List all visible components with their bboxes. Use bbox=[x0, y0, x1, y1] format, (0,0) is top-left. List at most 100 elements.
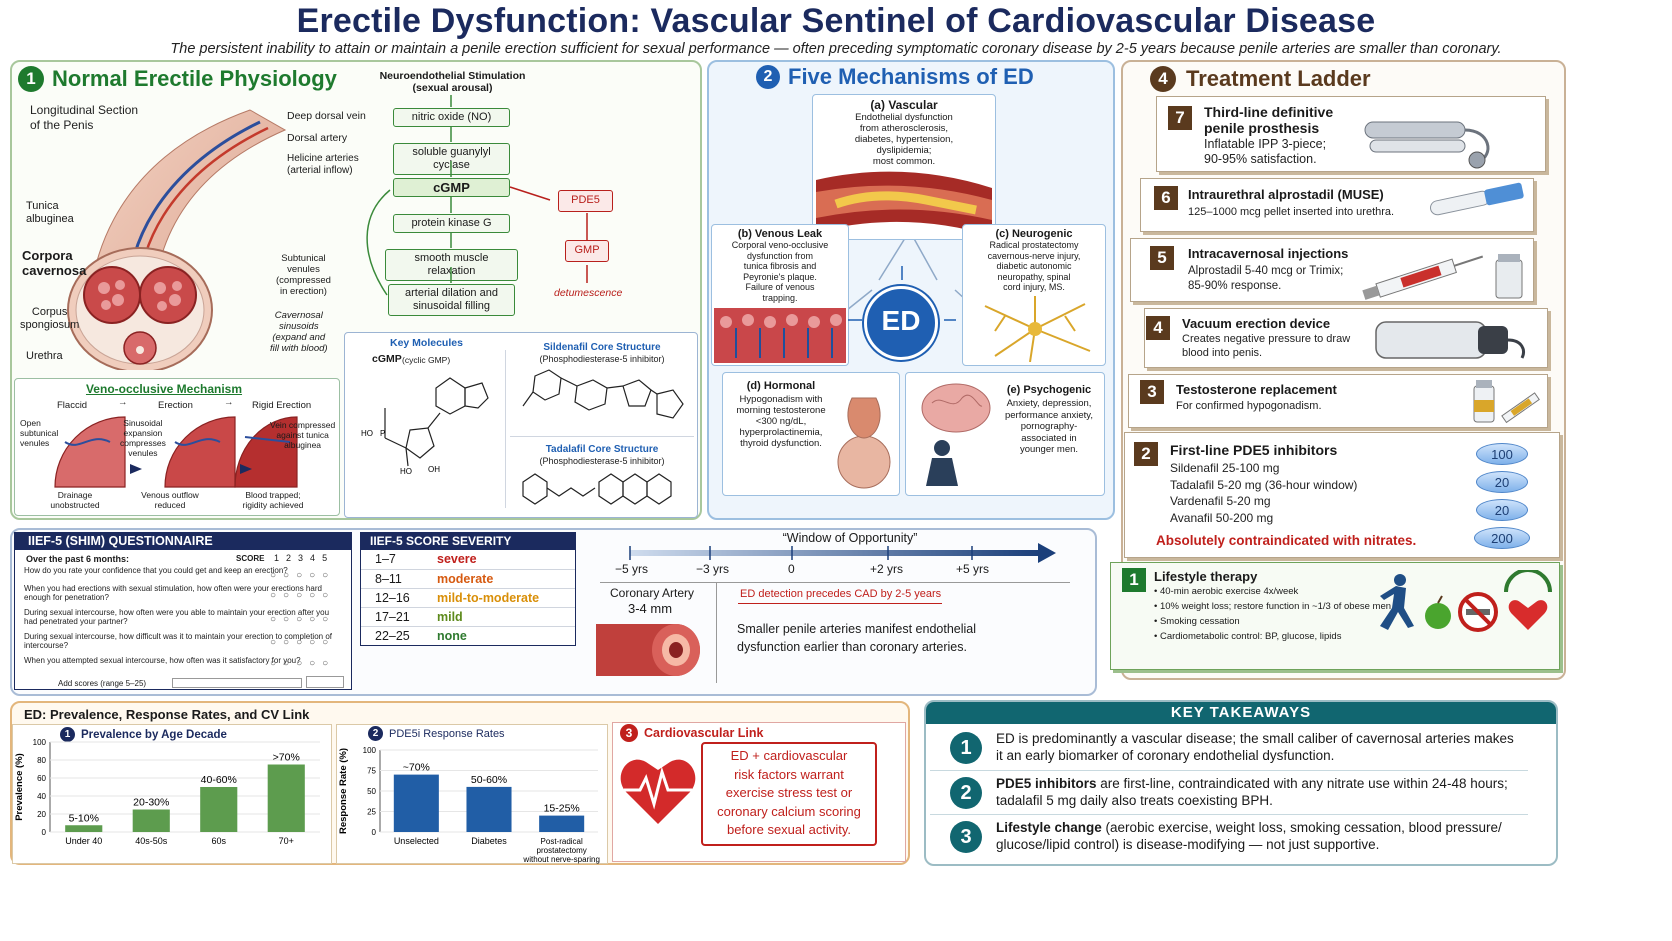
syringe-and-vial-icon bbox=[1362, 254, 1523, 300]
runner-icon bbox=[1380, 574, 1414, 630]
dose-pill-tadalafil: 20 bbox=[1476, 471, 1528, 493]
corpus-cavernosum-right bbox=[139, 266, 197, 324]
label-corpora-cavernosa: Corpora cavernosa bbox=[22, 248, 87, 278]
bar-data-label: 15-25% bbox=[544, 803, 580, 815]
window-divider-h bbox=[600, 582, 1070, 583]
answer-radios-4[interactable]: ○○○○○ bbox=[270, 637, 336, 648]
response-bar-chart: Response Rate (%)0255075100~70%Unselecte… bbox=[338, 746, 600, 864]
answer-radios-2[interactable]: ○○○○○ bbox=[270, 590, 336, 601]
severity-label: none bbox=[437, 629, 467, 643]
severity-label: severe bbox=[437, 552, 477, 566]
sec1-header: 1 Normal Erectile Physiology bbox=[18, 66, 337, 92]
coronary-artery-image bbox=[596, 624, 700, 676]
takeaway-2-number: 2 bbox=[950, 777, 982, 809]
cgmp-structure: OH HO P HO bbox=[361, 377, 489, 476]
section-key-takeaways bbox=[924, 700, 1558, 866]
smaller-arteries-note: Smaller penile arteries manifest endothe… bbox=[737, 622, 977, 654]
heart-ecg-icon bbox=[620, 759, 696, 824]
ladder-step-1-title: Lifestyle therapy bbox=[1154, 569, 1258, 584]
veno-illustrations bbox=[54, 416, 298, 488]
venous-leak-image bbox=[714, 308, 846, 363]
feedback-loop-arrow bbox=[366, 189, 391, 296]
lifestyle-bullet-2: • 10% weight loss; restore function in ~… bbox=[1154, 601, 1392, 612]
total-score-field[interactable] bbox=[172, 678, 302, 688]
flow-step-dilation: arterial dilation and sinusoidal filling bbox=[388, 284, 515, 316]
penile-prosthesis-icon bbox=[1364, 121, 1490, 169]
questionnaire-box bbox=[14, 532, 352, 690]
y-tick-label: 0 bbox=[42, 828, 47, 837]
veno-note-rigid: Vein compressed against tunica albuginea bbox=[270, 420, 336, 450]
tick-minus3: −3 yrs bbox=[696, 562, 730, 576]
takeaway-3-bold: Lifestyle change bbox=[996, 820, 1102, 835]
ladder-step-4-number: 4 bbox=[1146, 316, 1170, 340]
label-corpus-spongiosum: Corpus spongiosum bbox=[20, 306, 80, 331]
label-dorsal-artery: Dorsal artery bbox=[287, 132, 348, 144]
severity-label: mild-to-moderate bbox=[437, 591, 540, 605]
ladder-step-5-number: 5 bbox=[1150, 246, 1174, 270]
ladder-step-3-title: Testosterone replacement bbox=[1176, 382, 1337, 397]
score-col-1: 1 bbox=[274, 553, 287, 563]
severity-range: 12–16 bbox=[375, 591, 410, 605]
ladder-step-3-text: For confirmed hypogonadism. bbox=[1176, 400, 1322, 412]
score-col-2: 2 bbox=[286, 553, 299, 563]
sec2-title: Five Mechanisms of ED bbox=[788, 64, 1034, 89]
mechanism-neurogenic-text: Radical prostatectomy cavernous-nerve in… bbox=[987, 240, 1081, 292]
flow-step-relaxation: smooth muscle relaxation bbox=[385, 249, 518, 281]
x-tick-label: 40s-50s bbox=[135, 836, 168, 846]
lifestyle-bullet-3: • Smoking cessation bbox=[1154, 616, 1240, 627]
severity-title: IIEF-5 SCORE SEVERITY bbox=[360, 532, 576, 550]
response-chart-number: 2 bbox=[368, 726, 383, 741]
label-deep-dorsal-vein: Deep dorsal vein bbox=[287, 110, 366, 122]
vacuum-device-icon bbox=[1375, 321, 1525, 359]
coronary-artery-label: Coronary Artery bbox=[610, 586, 695, 600]
questionnaire-title: IIEF-5 (SHIM) QUESTIONNAIRE bbox=[14, 532, 352, 550]
x-tick-label: 60s bbox=[211, 836, 226, 846]
sec1-title: Normal Erectile Physiology bbox=[52, 66, 337, 91]
penis-cross-section-illustration bbox=[67, 109, 287, 370]
x-tick-label: Diabetes bbox=[471, 836, 507, 846]
veno-caption-rigid: Blood trapped; rigidity achieved bbox=[242, 490, 304, 510]
mechanism-psychogenic-title: (e) Psychogenic bbox=[1006, 384, 1092, 396]
cv-link-header: 3 Cardiovascular Link bbox=[620, 724, 764, 742]
takeaway-2-text: PDE5 inhibitors are first-line, contrain… bbox=[996, 775, 1516, 809]
severity-row: 22–25 none bbox=[361, 626, 575, 645]
total-score-box[interactable] bbox=[306, 676, 344, 688]
veno-note-erection: Sinusoidal expansion compresses venules bbox=[120, 418, 166, 458]
takeaway-1-number: 1 bbox=[950, 732, 982, 764]
atherosclerotic-artery-image bbox=[816, 171, 992, 236]
answer-radios-5[interactable]: ○○○○○ bbox=[270, 658, 336, 669]
molecule-divider-v bbox=[505, 350, 506, 508]
response-chart-header: 2 PDE5i Response Rates bbox=[368, 726, 505, 741]
answer-radios-3[interactable]: ○○○○○ bbox=[270, 614, 336, 625]
tick-plus2: +2 yrs bbox=[870, 562, 904, 576]
ladder-step-2-text: Sildenafil 25-100 mg Tadalafil 5-20 mg (… bbox=[1170, 461, 1358, 525]
takeaway-2-rest: are first-line, contraindicated with any… bbox=[996, 776, 1508, 808]
ladder-step-5-text: Alprostadil 5-40 mcg or Trimix; 85-90% r… bbox=[1188, 265, 1344, 292]
answer-radios-1[interactable]: ○○○○○ bbox=[270, 570, 336, 581]
urethral-applicator-icon bbox=[1430, 182, 1524, 216]
ladder-step-6-number: 6 bbox=[1154, 186, 1178, 210]
window-title: “Window of Opportunity” bbox=[782, 531, 918, 545]
dose-pill-sildenafil: 100 bbox=[1476, 443, 1528, 465]
dose-pill-avanafil: 200 bbox=[1474, 527, 1530, 549]
ladder-step-5-title: Intracavernosal injections bbox=[1188, 246, 1349, 261]
y-tick-label: 100 bbox=[363, 746, 377, 755]
veno-state-rigid: Rigid Erection bbox=[252, 400, 312, 411]
ed-detection-note: ED detection precedes CAD by 2-5 years bbox=[740, 588, 942, 600]
timeline-arrowhead bbox=[1038, 543, 1056, 563]
severity-range: 22–25 bbox=[375, 629, 410, 643]
sec2-number: 2 bbox=[756, 65, 780, 89]
coronary-artery-size: 3-4 mm bbox=[628, 601, 673, 616]
bar bbox=[267, 764, 305, 832]
veno-caption-flaccid: Drainage unobstructed bbox=[50, 490, 100, 510]
nitrate-warning: Absolutely contraindicated with nitrates… bbox=[1156, 533, 1417, 548]
bar-data-label: 50-60% bbox=[471, 774, 507, 786]
veno-state-erection: Erection bbox=[158, 400, 193, 411]
molecule-divider-h bbox=[510, 436, 694, 437]
y-tick-label: 40 bbox=[37, 792, 46, 801]
prevalence-chart-header: 1 Prevalence by Age Decade bbox=[60, 727, 227, 742]
apple-icon bbox=[1425, 595, 1451, 629]
prevalence-chart-number: 1 bbox=[60, 727, 75, 742]
